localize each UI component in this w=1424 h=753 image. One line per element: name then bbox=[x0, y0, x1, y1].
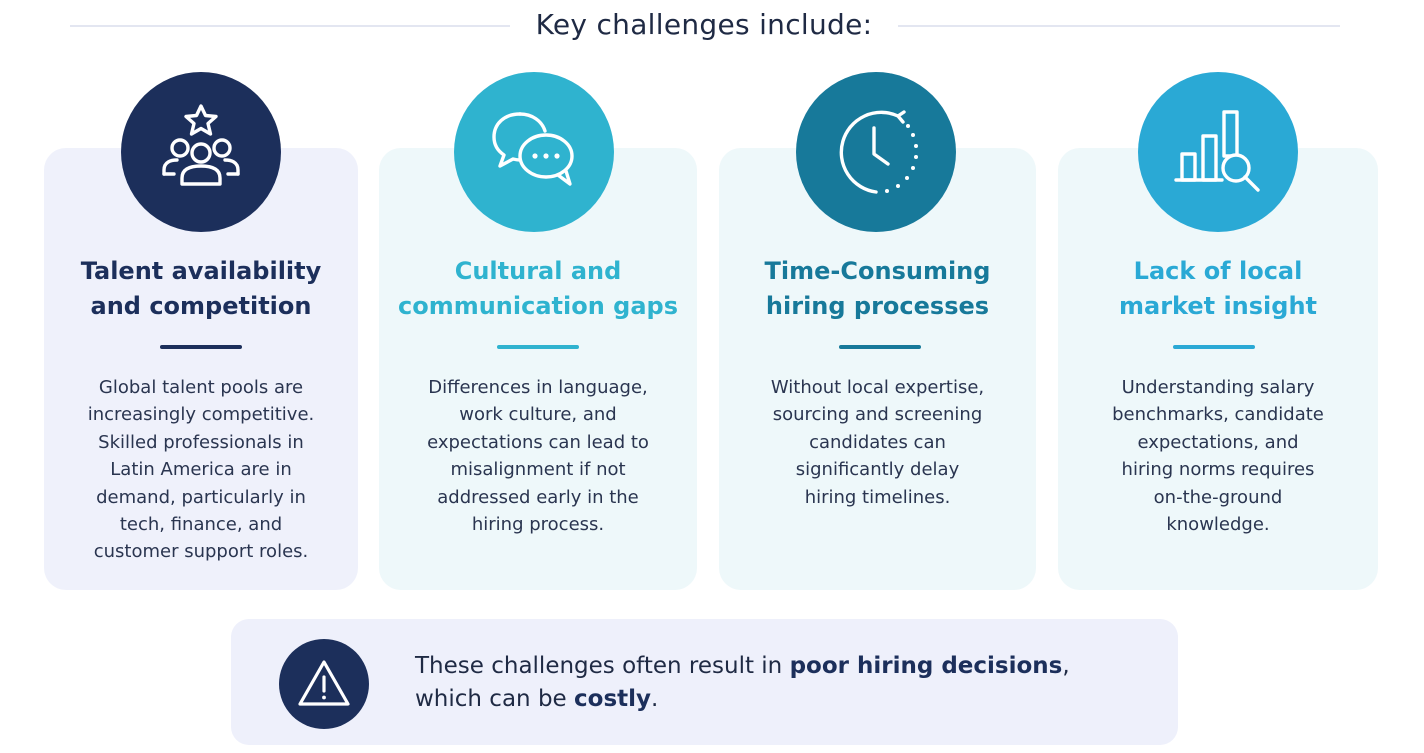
card-title: Cultural and communication gaps bbox=[397, 257, 679, 320]
card-icon-badge bbox=[796, 72, 956, 232]
challenge-card-cultural: Cultural and communication gaps Differen… bbox=[379, 72, 697, 590]
summary-callout: These challenges often result in poor hi… bbox=[231, 619, 1178, 745]
card-title: Lack of local market insight bbox=[1118, 257, 1318, 320]
card-icon-badge bbox=[1138, 72, 1298, 232]
callout-text-part: These challenges often result in bbox=[415, 653, 790, 679]
section-title: Key challenges include: bbox=[535, 8, 873, 41]
card-icon-badge bbox=[454, 72, 614, 232]
chart-magnifier-icon bbox=[1174, 110, 1260, 192]
header-divider-left bbox=[70, 25, 510, 27]
callout-message: These challenges often result in poor hi… bbox=[415, 650, 1115, 716]
warning-badge bbox=[279, 639, 369, 729]
callout-text-part: . bbox=[651, 686, 659, 712]
chat-bubbles-icon bbox=[492, 112, 574, 186]
team-star-icon bbox=[162, 104, 240, 186]
warning-icon bbox=[298, 660, 350, 706]
challenge-card-market: Lack of local market insight Understandi… bbox=[1058, 72, 1378, 590]
callout-emphasis-costly: costly bbox=[574, 686, 652, 712]
section-header: Key challenges include: bbox=[0, 0, 1424, 56]
clock-icon bbox=[839, 110, 918, 194]
card-title: Talent availability and competition bbox=[80, 257, 322, 320]
header-divider-right bbox=[898, 25, 1340, 27]
card-icon-badge bbox=[121, 72, 281, 232]
card-description: Without local expertise, sourcing and sc… bbox=[770, 377, 985, 508]
card-title-underline bbox=[160, 345, 242, 349]
card-title-underline bbox=[497, 345, 579, 349]
card-title: Time-Consuming hiring processes bbox=[764, 257, 991, 320]
callout-text-part: , which can be bbox=[415, 653, 1070, 712]
card-description: Understanding salary benchmarks, candida… bbox=[1112, 377, 1324, 536]
challenge-card-talent: Talent availability and competition Glob… bbox=[44, 72, 358, 590]
callout-emphasis-decisions: poor hiring decisions bbox=[789, 653, 1063, 679]
card-description: Differences in language, work culture, a… bbox=[427, 377, 649, 536]
card-title-underline bbox=[1173, 345, 1255, 349]
card-title-underline bbox=[839, 345, 921, 349]
card-description: Global talent pools are increasingly com… bbox=[87, 377, 315, 563]
challenge-card-time: Time-Consuming hiring processes Without … bbox=[719, 72, 1036, 590]
